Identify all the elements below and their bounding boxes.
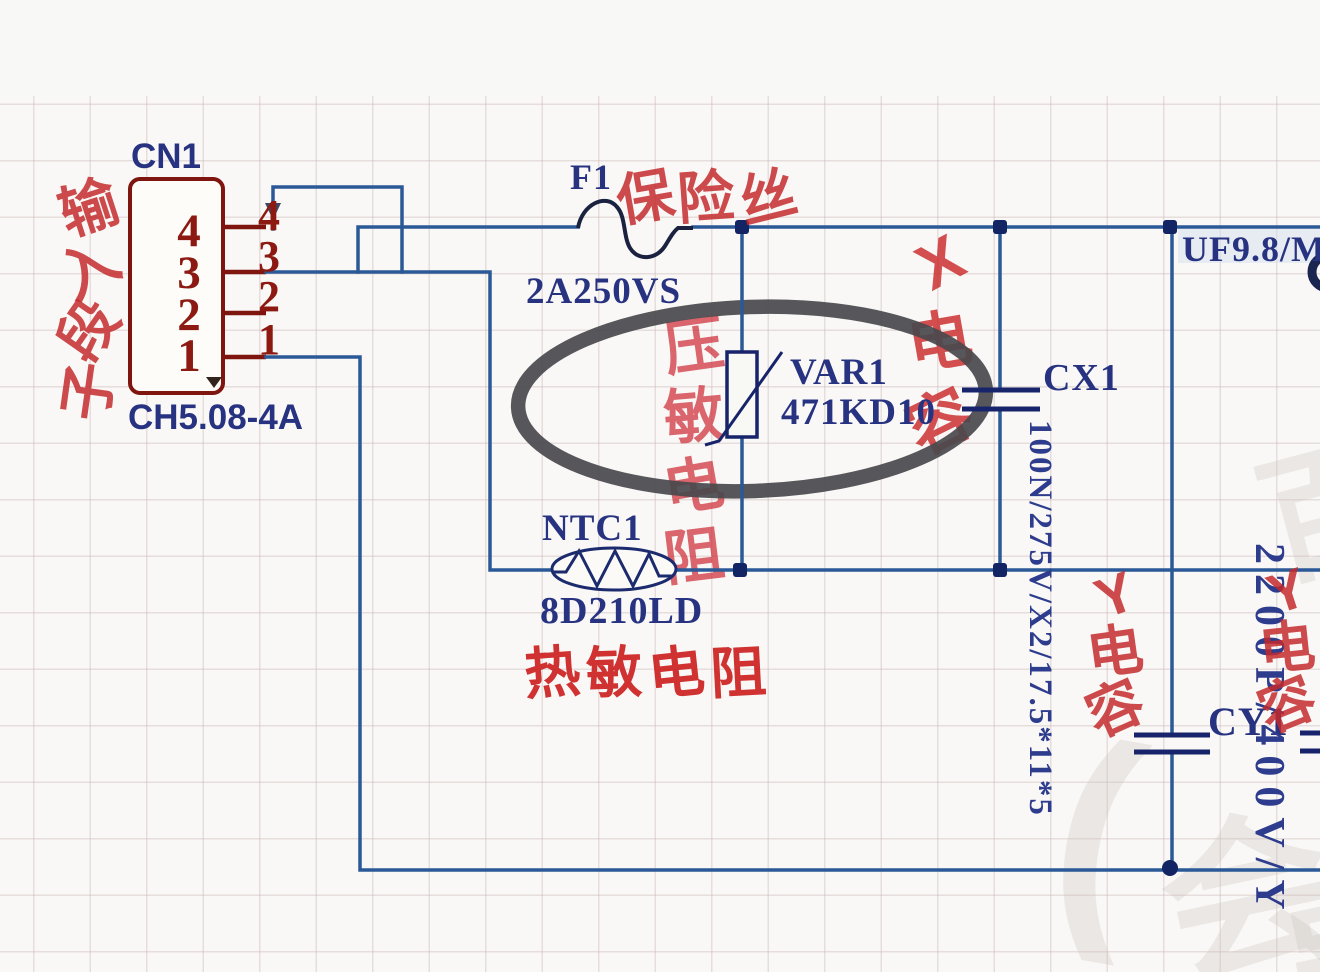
cy1-symbol — [1134, 732, 1210, 755]
cy2-symbol — [1300, 730, 1320, 754]
junction-dot — [1162, 860, 1178, 876]
wire-pin3-to-ntc — [264, 270, 554, 572]
connector-pin-stubs — [221, 224, 266, 360]
pin-number-outside: 1 — [258, 315, 280, 364]
cn-char: 子 — [52, 358, 126, 425]
cn-char: 电 — [645, 637, 714, 708]
transformer-label: UF9.8/M — [1182, 229, 1320, 269]
wire-pin4-over — [271, 185, 404, 274]
transformer-partial-symbol — [1307, 253, 1320, 291]
cn-char: 保 — [611, 161, 683, 235]
wires — [264, 185, 1320, 872]
junction-dot — [993, 220, 1007, 234]
pin-number-inside: 2 — [177, 289, 201, 341]
thermistor-designator: NTC1 — [542, 508, 643, 549]
pin-number-inside: 4 — [177, 205, 201, 257]
pin-number-outside: 2 — [258, 272, 280, 321]
junction-dot — [993, 563, 1007, 577]
cn-char: 敏 — [585, 639, 650, 706]
cn-char: 热 — [522, 638, 589, 707]
thermistor-cn-label: 热敏电阻 — [522, 628, 774, 709]
cy1-designator: CY1 — [1208, 699, 1289, 744]
cx1-spec: 100N/275V/X2/17.5*11*5 — [1022, 420, 1058, 817]
connector-designator: CN1 — [131, 137, 202, 176]
cx1-symbol — [962, 387, 1040, 412]
ntc-symbol — [550, 546, 678, 592]
fuse-value: 2A250VS — [526, 271, 682, 312]
connector-cn-label: 输入段子 — [46, 169, 133, 425]
connector-polarity-mark — [206, 377, 222, 388]
pin-number-inside: 3 — [177, 247, 201, 299]
varistor-symbol — [704, 350, 784, 447]
wire-arrow-marker — [265, 203, 281, 220]
fuse-cn-label: 保险丝 — [612, 152, 807, 236]
thermistor-value: 8D210LD — [540, 590, 704, 632]
junction-dot — [733, 563, 747, 577]
cx1-designator: CX1 — [1043, 357, 1120, 399]
connector-part-number: CH5.08-4A — [128, 398, 304, 437]
junction-dot — [1163, 220, 1177, 234]
pin-number-outside: 4 — [258, 191, 280, 240]
junction-dots — [733, 220, 1178, 876]
pin-number-inside: 1 — [177, 330, 201, 382]
varistor-designator: VAR1 — [790, 352, 888, 393]
fuse-designator: F1 — [570, 157, 612, 197]
connector-body — [128, 177, 225, 395]
varistor-value: 471KD10 — [781, 392, 936, 433]
transformer-label-band — [1178, 229, 1320, 263]
cn-char: 丝 — [732, 159, 808, 237]
top-margin — [0, 0, 1320, 96]
cn-char: 阻 — [708, 639, 774, 706]
pin-number-outside: 3 — [258, 232, 280, 281]
junction-dot — [735, 220, 749, 234]
fuse-symbol — [576, 198, 693, 260]
wire-pin1-bottom-bus — [264, 355, 1320, 872]
wire-riser-to-fuse — [356, 225, 580, 274]
